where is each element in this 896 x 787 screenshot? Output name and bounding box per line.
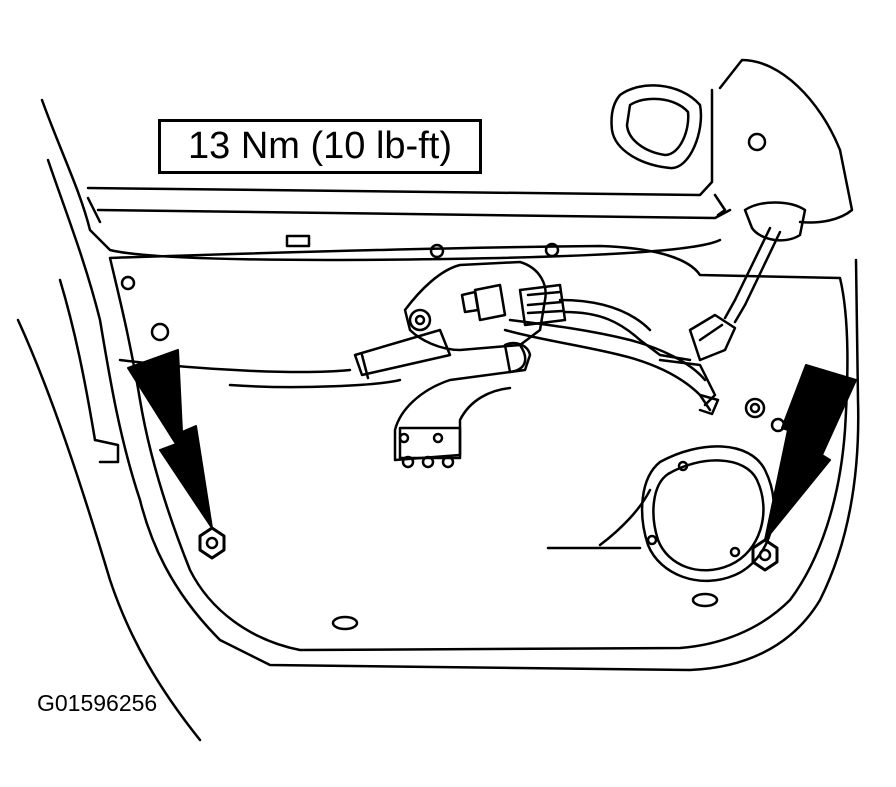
figure-id: G01596256 — [37, 690, 158, 716]
handle-mechanism — [353, 260, 547, 469]
right-arrow-icon — [764, 364, 857, 541]
torque-spec-label: 13 Nm (10 lb-ft) — [158, 119, 482, 174]
speaker-opening — [640, 445, 776, 583]
door-frame — [16, 58, 860, 742]
nut-icon — [198, 526, 779, 572]
wiring-harness — [460, 283, 747, 416]
left-arrow-icon — [127, 349, 213, 529]
